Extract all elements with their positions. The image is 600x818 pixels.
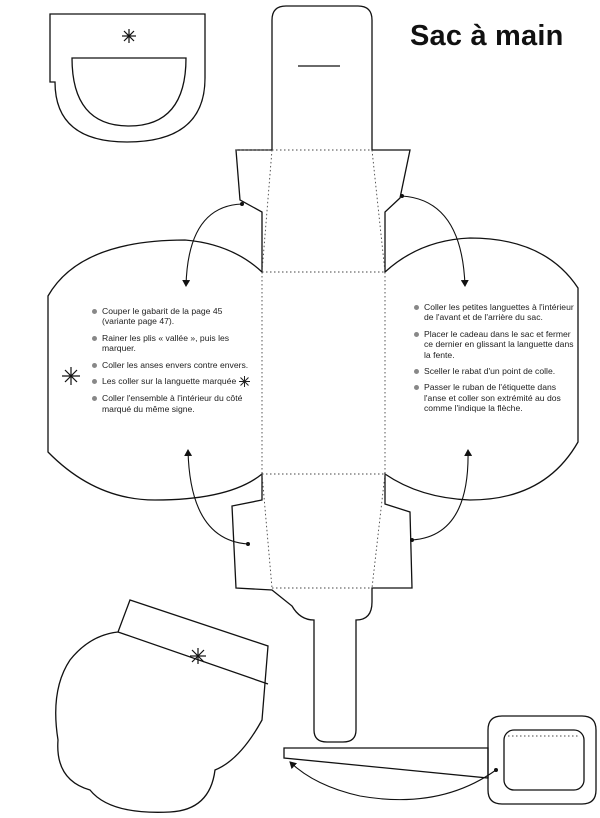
instruction-text: Les coller sur la languette marquée bbox=[102, 376, 237, 387]
instructions-left: Couper le gabarit de la page 45 (variant… bbox=[92, 306, 256, 420]
asterisk-star-icon-top bbox=[122, 29, 136, 43]
label-tag-window bbox=[503, 729, 585, 791]
curved-arrow-top-left bbox=[182, 203, 243, 287]
gusset-piece bbox=[55, 599, 269, 813]
instruction-item: Sceller le rabat d'un point de colle. bbox=[414, 366, 574, 376]
asterisk-star-icon-gusset bbox=[190, 648, 206, 664]
instruction-item: Rainer les plis « vallée », puis les mar… bbox=[92, 333, 256, 354]
instruction-item: Couper le gabarit de la page 45 (variant… bbox=[92, 306, 256, 327]
instruction-item: Coller les anses envers contre envers. bbox=[92, 360, 256, 370]
page-title: Sac à main bbox=[410, 20, 564, 52]
instructions-right: Coller les petites languettes à l'intéri… bbox=[414, 302, 574, 420]
top-flap-slot bbox=[71, 57, 187, 127]
instruction-item: Les coller sur la languette marquée bbox=[92, 376, 256, 388]
label-tag bbox=[487, 715, 597, 805]
gusset-fold-line bbox=[117, 631, 269, 685]
instruction-item: Coller les petites languettes à l'intéri… bbox=[414, 302, 574, 323]
curved-arrow-bottom-left bbox=[184, 449, 249, 545]
curved-arrow-bottom-right bbox=[411, 449, 473, 541]
asterisk-star-icon bbox=[238, 376, 250, 388]
curved-arrow-top-right bbox=[401, 195, 469, 287]
asterisk-star-icon-side bbox=[62, 367, 80, 385]
instruction-item: Coller l'ensemble à l'intérieur du côté … bbox=[92, 393, 256, 414]
instruction-item: Placer le cadeau dans le sac et fermer c… bbox=[414, 329, 574, 360]
curved-arrow-strip bbox=[289, 761, 497, 801]
top-flap-piece bbox=[49, 13, 206, 143]
instruction-item: Passer le ruban de l'étiquette dans l'an… bbox=[414, 382, 574, 413]
handle-strip bbox=[283, 747, 489, 779]
bag-template-outline bbox=[47, 5, 579, 743]
